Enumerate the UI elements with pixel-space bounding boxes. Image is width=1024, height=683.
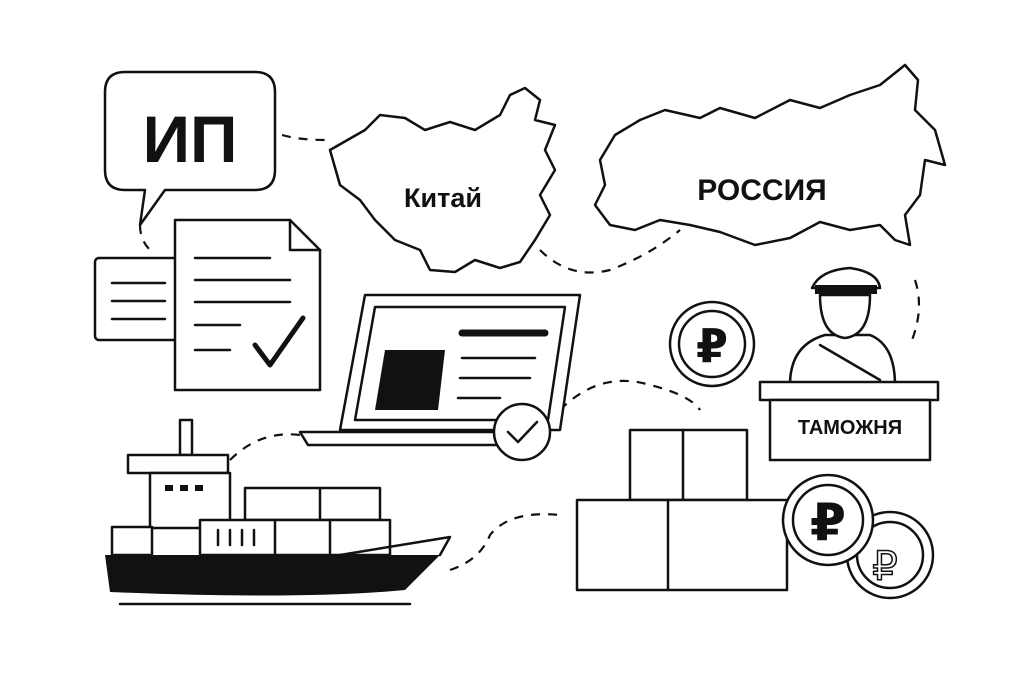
ruble-symbol-front: ₽ [810,494,846,552]
speech-bubble: ИП [103,70,277,227]
customs-officer [788,266,897,387]
document-icon [93,218,322,392]
laptop-icon [298,293,582,462]
check-badge [492,402,552,462]
ruble-coin: ₽ [668,300,756,388]
checkmark-icon [252,315,306,368]
china-map: Китай [328,86,557,274]
china-label: Китай [404,183,482,213]
customs-label: ТАМОЖНЯ [798,417,902,439]
customs-desk: ТАМОЖНЯ [758,380,940,462]
cargo-ship [105,418,452,606]
profile-photo-block [375,350,445,410]
ruble-symbol: ₽ [696,320,728,372]
ip-label: ИП [143,102,238,176]
ruble-symbol-back: ₽ [872,545,897,589]
route-lines [138,133,921,572]
russia-map: РОССИЯ [593,63,947,247]
ruble-coin-stack: ₽ ₽ [781,473,935,600]
russia-label: РОССИЯ [697,174,826,207]
cargo-boxes [575,428,789,592]
